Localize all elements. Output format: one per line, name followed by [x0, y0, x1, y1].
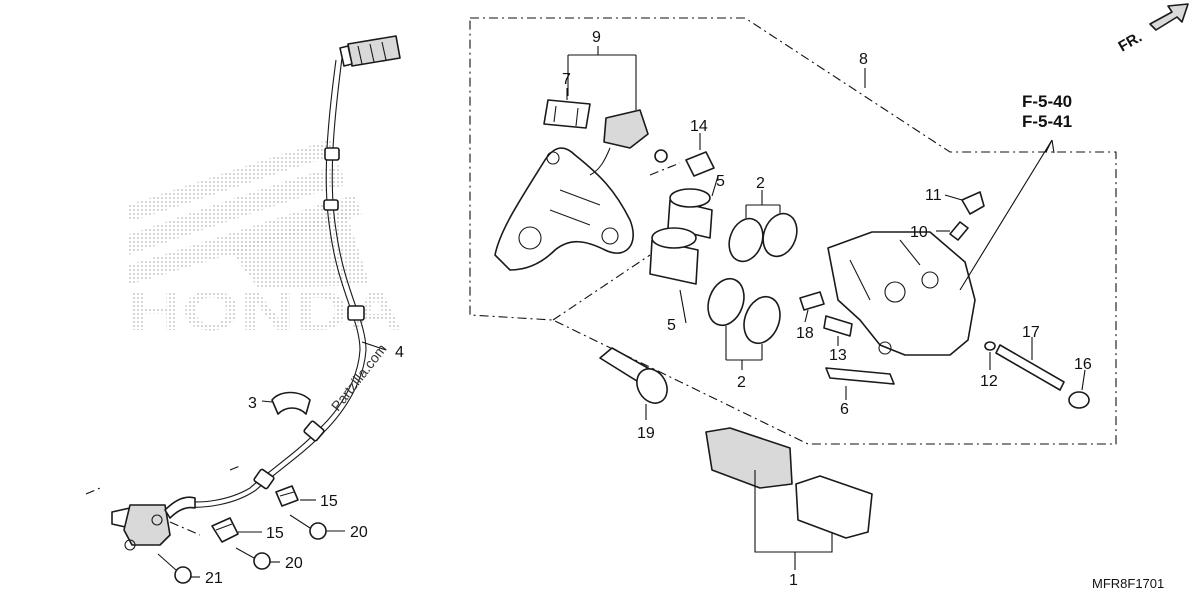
caliper-assembly-boundary	[469, 17, 1117, 445]
sensor-bracket-part-7	[543, 99, 591, 129]
callout-6: 6	[840, 401, 849, 418]
callout-5-bottom: 5	[667, 317, 676, 334]
piston-part-5-lower	[649, 227, 699, 285]
plug-part-16	[1068, 391, 1090, 409]
callout-2-bottom: 2	[737, 374, 746, 391]
callout-15-bottom: 15	[266, 525, 284, 542]
seal-part-2-lower-b	[743, 295, 781, 345]
caliper-bracket	[494, 147, 634, 271]
bolt-part-20-lower	[235, 547, 271, 570]
diagram-code: MFR8F1701	[1092, 576, 1164, 591]
callouts: 9 7 8 14 5 2 5 2 19 18 13 6 11 10 12 17 …	[205, 29, 1092, 589]
pad-pin-part-17	[995, 344, 1065, 391]
pin-part-18	[799, 291, 825, 311]
clip-part-15-lower	[211, 517, 239, 543]
seal-part-2-upper-b	[762, 212, 798, 258]
bolt-part-21	[157, 553, 192, 584]
callout-20-bottom: 20	[285, 555, 303, 572]
clip-part-15-upper	[275, 485, 299, 507]
pin-part-13	[823, 315, 853, 337]
front-arrow-icon	[1149, 3, 1189, 31]
callout-13: 13	[829, 347, 847, 364]
callout-18: 18	[796, 325, 814, 342]
reference-f-5-41: F-5-41	[1022, 112, 1072, 131]
reference-labels: F-5-40 F-5-41	[1022, 92, 1072, 131]
callout-7: 7	[562, 71, 571, 88]
boot-part-14	[685, 151, 715, 177]
sensor-unit-part-9	[589, 109, 668, 176]
seal-part-2-upper-a	[728, 217, 764, 263]
callout-1: 1	[789, 572, 798, 589]
callout-3: 3	[248, 395, 257, 412]
callout-15-top: 15	[320, 493, 338, 510]
sleeve-part-19	[599, 347, 668, 404]
callout-20-top: 20	[350, 524, 368, 541]
callout-8: 8	[859, 51, 868, 68]
seal-part-2-lower-a	[707, 277, 745, 327]
callout-16: 16	[1074, 356, 1092, 373]
leader-lines	[85, 46, 1086, 578]
callout-4: 4	[395, 344, 404, 361]
front-direction-marker: FR.	[1116, 3, 1189, 56]
site-watermark: Partzilla.com	[328, 341, 390, 414]
pad-part-1-outer	[795, 475, 873, 539]
callout-10: 10	[910, 224, 928, 241]
brand-logo-watermark: HONDA	[128, 140, 403, 342]
retainer-part-6	[825, 367, 895, 385]
reference-f-5-40: F-5-40	[1022, 92, 1072, 111]
callout-14: 14	[690, 118, 708, 135]
callout-11: 11	[925, 187, 942, 204]
speed-sensor-harness	[111, 35, 401, 551]
bolt-part-20-upper	[289, 514, 327, 540]
callout-21: 21	[205, 570, 223, 587]
front-marker-label: FR.	[1116, 29, 1145, 56]
callout-12: 12	[980, 373, 998, 390]
callout-17: 17	[1022, 324, 1040, 341]
cap-part-11	[961, 191, 985, 215]
callout-9: 9	[592, 29, 601, 46]
clamp-part-3	[271, 391, 311, 415]
washer-part-12	[984, 341, 996, 351]
callout-2-top: 2	[756, 175, 765, 192]
caliper-body	[827, 231, 976, 356]
callout-19: 19	[637, 425, 655, 442]
pad-part-1-inner	[705, 427, 793, 489]
callout-5-top: 5	[716, 173, 725, 190]
bleeder-part-10	[949, 221, 969, 241]
